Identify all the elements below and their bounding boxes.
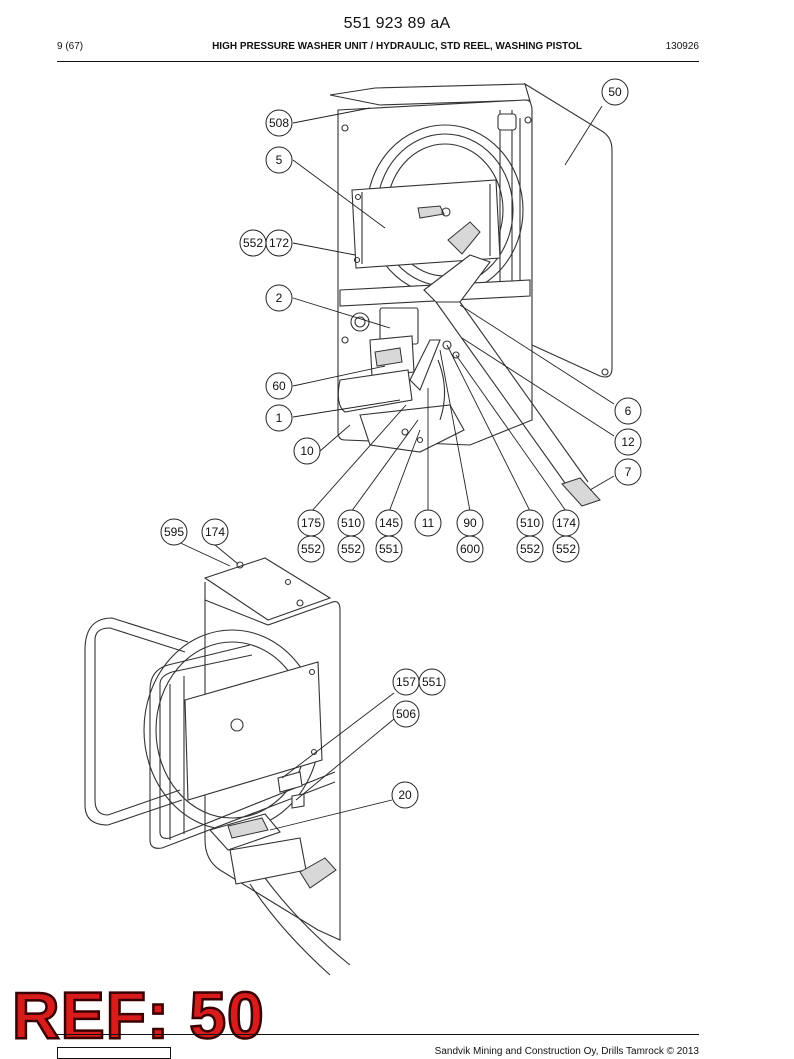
svg-text:551: 551 — [379, 542, 399, 556]
svg-text:552: 552 — [341, 542, 361, 556]
svg-text:50: 50 — [608, 85, 622, 99]
svg-text:20: 20 — [398, 788, 412, 802]
callout-552: 552 — [337, 535, 365, 563]
svg-text:551: 551 — [422, 675, 442, 689]
callout-172: 172 — [265, 229, 293, 257]
callout-510: 510 — [337, 509, 365, 537]
svg-text:7: 7 — [625, 465, 632, 479]
svg-text:6: 6 — [625, 404, 632, 418]
svg-text:552: 552 — [243, 236, 263, 250]
callout-551: 551 — [418, 668, 446, 696]
svg-text:510: 510 — [520, 516, 540, 530]
svg-text:600: 600 — [460, 542, 480, 556]
leader-lines — [173, 105, 615, 831]
callout-506: 506 — [392, 700, 420, 728]
revision-date: 130926 — [665, 41, 699, 52]
callout-6: 6 — [614, 397, 642, 425]
callout-50: 50 — [601, 78, 629, 106]
callout-552: 552 — [297, 535, 325, 563]
callout-508: 508 — [265, 109, 293, 137]
svg-text:510: 510 — [341, 516, 361, 530]
svg-text:174: 174 — [205, 525, 225, 539]
callout-552: 552 — [516, 535, 544, 563]
callout-20: 20 — [391, 781, 419, 809]
page-indicator: 9 (67) — [57, 41, 84, 52]
svg-text:174: 174 — [556, 516, 576, 530]
page-title: HIGH PRESSURE WASHER UNIT / HYDRAULIC, S… — [212, 41, 582, 52]
callout-551: 551 — [375, 535, 403, 563]
svg-text:5: 5 — [276, 153, 283, 167]
footer-divider — [57, 1034, 699, 1035]
callout-2: 2 — [265, 284, 293, 312]
svg-text:90: 90 — [463, 516, 477, 530]
callout-552: 552 — [239, 229, 267, 257]
svg-text:552: 552 — [556, 542, 576, 556]
lower-assembly-illustration — [84, 557, 351, 976]
callout-60: 60 — [265, 372, 293, 400]
callout-90: 90 — [456, 509, 484, 537]
svg-text:60: 60 — [272, 379, 286, 393]
callout-7: 7 — [614, 458, 642, 486]
svg-text:11: 11 — [422, 516, 435, 530]
callout-12: 12 — [614, 428, 642, 456]
svg-text:175: 175 — [301, 516, 321, 530]
callout-11: 11 — [414, 509, 442, 537]
svg-text:508: 508 — [269, 116, 289, 130]
callout-175: 175 — [297, 509, 325, 537]
svg-text:157: 157 — [396, 675, 416, 689]
svg-text:10: 10 — [300, 444, 314, 458]
callout-5: 5 — [265, 146, 293, 174]
callout-174: 174 — [552, 509, 580, 537]
callout-174: 174 — [201, 518, 229, 546]
svg-text:1: 1 — [276, 411, 283, 425]
footer-copyright: Sandvik Mining and Construction Oy, Dril… — [434, 1046, 699, 1057]
svg-text:552: 552 — [520, 542, 540, 556]
svg-text:552: 552 — [301, 542, 321, 556]
svg-text:2: 2 — [276, 291, 283, 305]
callout-157: 157 — [392, 668, 420, 696]
callout-600: 600 — [456, 535, 484, 563]
reference-stamp: REF: 50 — [11, 978, 265, 1052]
svg-text:506: 506 — [396, 707, 416, 721]
callout-145: 145 — [375, 509, 403, 537]
svg-text:172: 172 — [269, 236, 289, 250]
callout-510: 510 — [516, 509, 544, 537]
company-logo — [57, 1047, 171, 1059]
document-number: 551 923 89 aA — [343, 15, 451, 32]
svg-text:145: 145 — [379, 516, 399, 530]
svg-text:595: 595 — [164, 525, 184, 539]
header-divider — [57, 61, 699, 62]
callout-10: 10 — [293, 437, 321, 465]
callout-1: 1 — [265, 404, 293, 432]
callout-552: 552 — [552, 535, 580, 563]
upper-assembly-illustration — [329, 82, 613, 507]
svg-text:12: 12 — [621, 435, 635, 449]
callout-595: 595 — [160, 518, 188, 546]
